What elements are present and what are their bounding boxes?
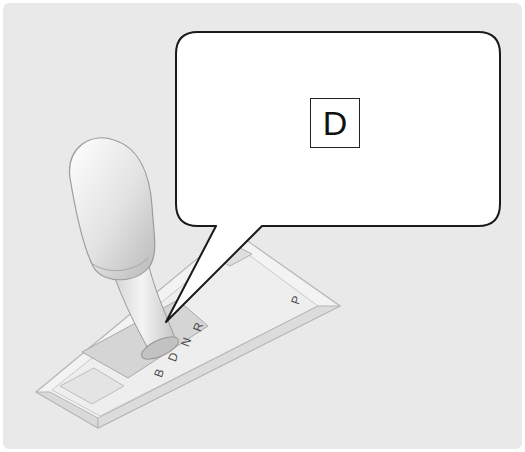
console-plate	[36, 230, 340, 428]
callout-bubble	[166, 32, 500, 322]
position-indicator: D	[323, 106, 348, 140]
background	[3, 3, 522, 449]
shift-knob	[70, 138, 155, 280]
boxed-letter: D	[310, 98, 360, 148]
